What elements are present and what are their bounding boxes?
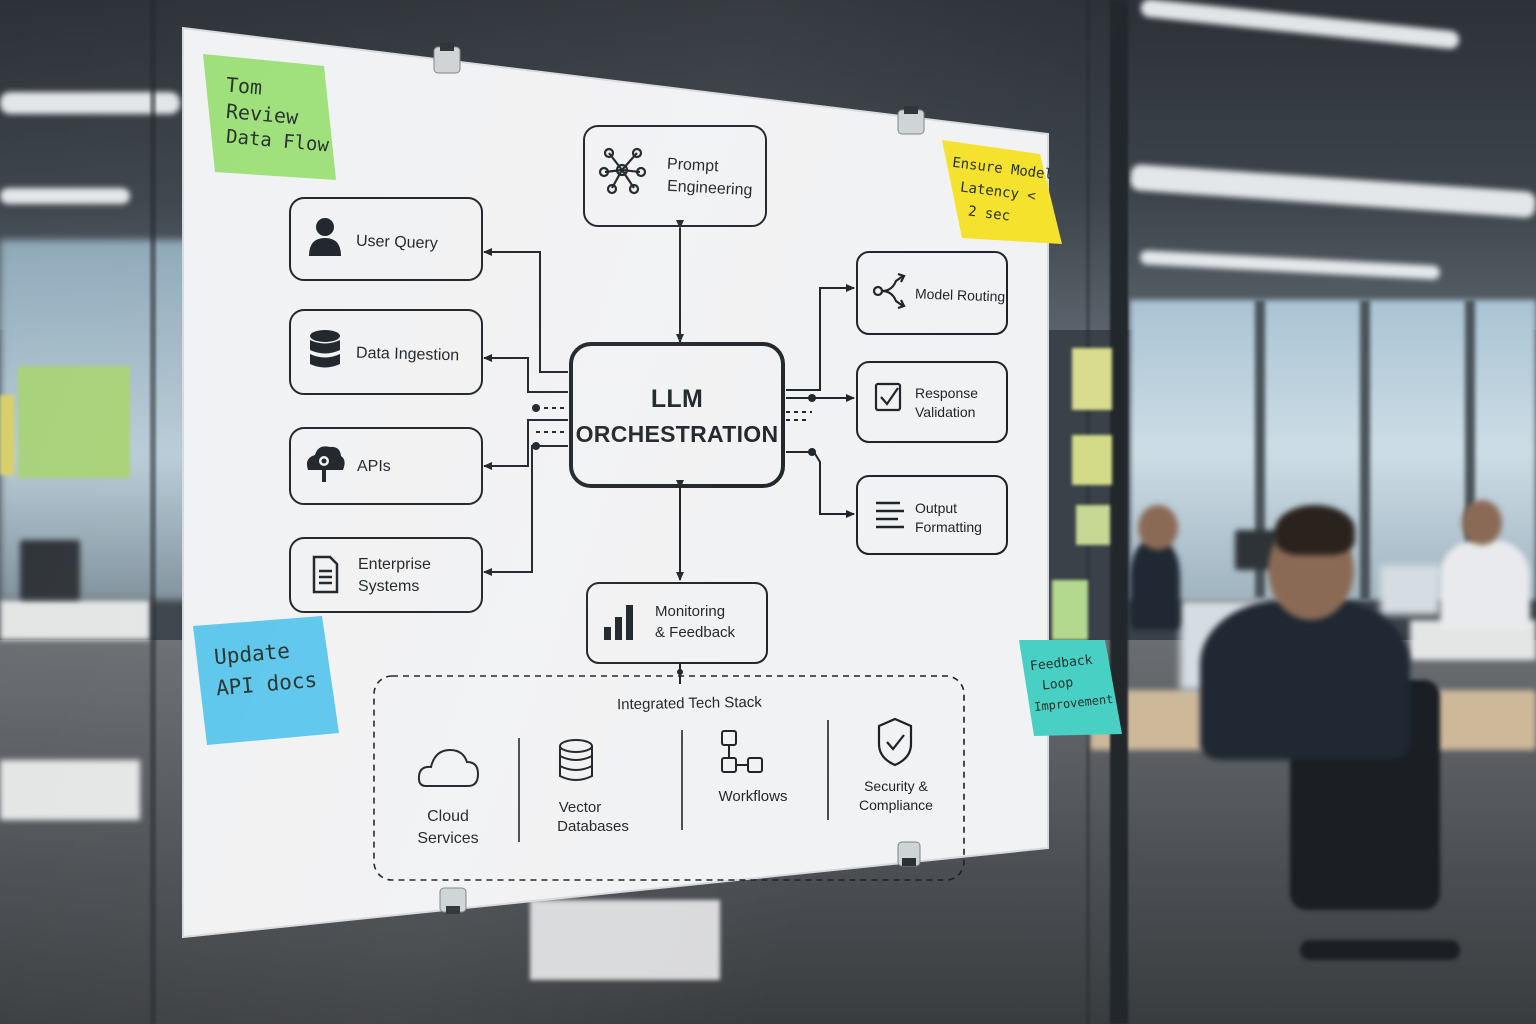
monitor-screen bbox=[1380, 565, 1440, 615]
tech-stack-title: Integrated Tech Stack bbox=[616, 693, 762, 714]
stack-security-line1: Security & bbox=[864, 778, 928, 794]
blurred-sticky-note bbox=[0, 395, 14, 475]
desk bbox=[0, 760, 140, 820]
response-label-line1: Response bbox=[915, 385, 979, 401]
document-icon bbox=[312, 555, 339, 594]
connector-user-query bbox=[483, 248, 568, 373]
blurred-sticky-note bbox=[1072, 435, 1112, 485]
node-prompt-engineering bbox=[583, 125, 767, 227]
lines-icon bbox=[876, 501, 904, 529]
cabinet bbox=[530, 900, 720, 980]
stack-security-line2: Compliance bbox=[859, 797, 933, 813]
prompt-label-line2: Engineering bbox=[666, 177, 753, 200]
blurred-sticky-note bbox=[18, 366, 130, 478]
prompt-label-line1: Prompt bbox=[666, 155, 719, 176]
apis-label: APIs bbox=[357, 458, 391, 475]
node-user-query bbox=[289, 197, 483, 281]
blurred-sticky-note bbox=[1052, 580, 1088, 640]
sticky-note-blue bbox=[193, 616, 339, 745]
node-model-routing bbox=[856, 251, 1008, 335]
glass-frame bbox=[1110, 0, 1128, 1024]
database-outline-icon bbox=[559, 739, 593, 781]
connector-data-ingestion bbox=[483, 354, 568, 393]
stack-workflows-line1: Workflows bbox=[718, 788, 788, 805]
person-head bbox=[1462, 500, 1502, 545]
enterprise-label-line1: Enterprise bbox=[358, 556, 431, 573]
window-mullion bbox=[1360, 300, 1370, 600]
connector-enterprise bbox=[483, 445, 568, 576]
person bbox=[1440, 540, 1530, 630]
output-label-line2: Formatting bbox=[915, 519, 982, 535]
person-hair bbox=[1275, 505, 1355, 555]
ceiling-light bbox=[0, 188, 130, 204]
workflow-icon bbox=[721, 730, 763, 773]
person bbox=[1130, 540, 1180, 630]
binder-clip bbox=[897, 841, 921, 867]
user-query-label: User Query bbox=[355, 232, 439, 253]
output-label-line1: Output bbox=[915, 500, 958, 516]
blurred-sticky-note bbox=[1072, 348, 1112, 410]
blurred-sticky-note bbox=[1076, 505, 1110, 545]
data-ingestion-label: Data Ingestion bbox=[355, 344, 460, 365]
desk bbox=[0, 600, 150, 640]
monitor bbox=[20, 540, 80, 600]
node-monitoring-feedback bbox=[586, 582, 768, 664]
sticky-note-green bbox=[203, 54, 336, 180]
person-head bbox=[1138, 505, 1178, 550]
node-response-validation bbox=[856, 361, 1008, 443]
cloud-icon bbox=[417, 748, 480, 787]
office-chair bbox=[1300, 940, 1460, 960]
node-data-ingestion bbox=[289, 309, 483, 395]
network-icon bbox=[598, 147, 647, 195]
glass-frame bbox=[150, 0, 156, 1024]
binder-clip bbox=[439, 887, 467, 914]
node-apis bbox=[289, 427, 483, 505]
binder-clip bbox=[897, 106, 925, 135]
enterprise-label-line2: Systems bbox=[358, 578, 420, 595]
tech-stack-container bbox=[373, 675, 965, 881]
binder-clip bbox=[433, 43, 461, 74]
person bbox=[1200, 600, 1410, 760]
connector-model-routing bbox=[786, 284, 855, 391]
monitoring-label-line1: Monitoring bbox=[655, 603, 726, 620]
response-label-line2: Validation bbox=[915, 404, 976, 420]
database-icon bbox=[310, 330, 340, 368]
monitoring-label-line2: & Feedback bbox=[655, 624, 736, 641]
green-note-line1: Tom bbox=[225, 72, 264, 100]
model-routing-label: Model Routing bbox=[914, 285, 1006, 305]
ceiling-light bbox=[0, 92, 180, 114]
connector-output-formatting bbox=[786, 451, 855, 518]
user-icon bbox=[309, 218, 341, 256]
node-enterprise-systems bbox=[289, 537, 483, 613]
window-mullion bbox=[1465, 300, 1475, 600]
stack-cloud-line1: Cloud bbox=[427, 808, 469, 825]
poster-paper bbox=[183, 28, 1048, 937]
sticky-note-yellow bbox=[942, 140, 1062, 244]
stack-vector-line1: Vector bbox=[558, 799, 602, 816]
checkbox-icon bbox=[874, 382, 902, 412]
stack-cloud-line2: Services bbox=[417, 830, 479, 847]
stack-vector-line2: Databases bbox=[557, 818, 629, 835]
sticky-note-teal bbox=[1019, 640, 1122, 736]
connector-apis bbox=[483, 419, 568, 470]
cloud-gear-icon bbox=[306, 446, 345, 482]
shield-check-icon bbox=[877, 717, 913, 767]
hub-label-line1: LLM bbox=[650, 385, 704, 413]
bar-chart-icon bbox=[604, 605, 633, 640]
branch-icon bbox=[872, 272, 906, 310]
node-output-formatting bbox=[856, 475, 1008, 555]
hub-label-line2: ORCHESTRATION bbox=[575, 421, 779, 447]
window-mullion bbox=[1255, 300, 1265, 600]
